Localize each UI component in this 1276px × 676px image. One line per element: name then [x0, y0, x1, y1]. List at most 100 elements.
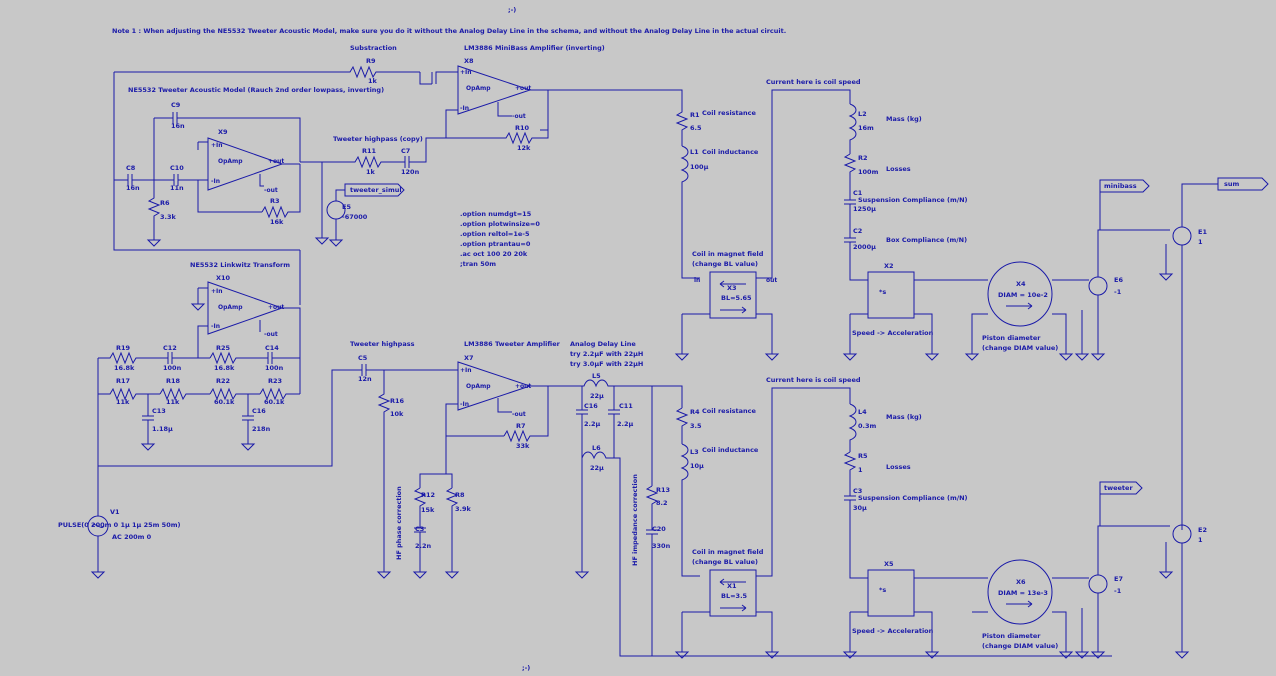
- resistor-R13[interactable]: [645, 485, 659, 530]
- source-E2-name: E2: [1198, 526, 1207, 534]
- part-C1-name: C1: [853, 189, 863, 197]
- label-susp-top: Suspension Compliance (m/N): [858, 196, 968, 204]
- resistor-R10[interactable]: [446, 130, 549, 145]
- part-R12-name: R12: [421, 491, 435, 499]
- capacitor-C20[interactable]: [646, 529, 658, 656]
- block-X5-s: *s: [879, 586, 886, 594]
- resistor-R25[interactable]: [209, 351, 264, 365]
- resistor-R2[interactable]: [843, 153, 857, 200]
- block-X5[interactable]: [867, 569, 915, 617]
- part-L2-value: 16m: [858, 124, 874, 132]
- resistor-R1[interactable]: [675, 110, 689, 146]
- part-C14-name: C14: [265, 344, 279, 352]
- resistor-R11[interactable]: [300, 155, 402, 169]
- label-piston-bot1: Piston diameter: [982, 632, 1041, 640]
- block-X2-s: *s: [879, 288, 886, 296]
- part-C20-value: 330n: [652, 542, 671, 550]
- part-C9-name: C9: [171, 101, 181, 109]
- capacitor-C15[interactable]: [576, 386, 588, 452]
- resistor-R16[interactable]: [377, 370, 391, 564]
- inductor-L1[interactable]: [680, 145, 700, 279]
- opamp-X7[interactable]: [457, 361, 532, 411]
- label-losses-bot: Losses: [886, 463, 911, 471]
- part-C20-name: C20: [652, 525, 666, 533]
- part-C3-name: C3: [415, 525, 424, 533]
- resistor-R19[interactable]: [98, 351, 164, 365]
- capacitor-C12[interactable]: [164, 352, 210, 364]
- label-hf-phase: HF phase correction: [395, 486, 403, 560]
- block-X6[interactable]: [987, 559, 1053, 625]
- label-mass-bot: Mass (kg): [886, 413, 922, 421]
- resistor-R12[interactable]: [413, 487, 427, 528]
- block-X1[interactable]: [709, 569, 757, 617]
- capacitor-C7[interactable]: [402, 137, 432, 168]
- part-C9-value: 16n: [171, 122, 185, 130]
- part-C15-value: 2.2µ: [584, 420, 601, 428]
- opamp-X9[interactable]: [207, 137, 284, 191]
- part-R7-value: 33k: [516, 442, 530, 450]
- label-coil-res-top: Coil resistance: [702, 109, 757, 117]
- resistor-R4[interactable]: [675, 407, 689, 444]
- label-tweeter-hp: Tweeter highpass: [350, 340, 415, 348]
- resistor-R6[interactable]: [147, 180, 161, 232]
- block-X2[interactable]: [867, 271, 915, 319]
- resistor-R17[interactable]: [98, 387, 160, 401]
- part-R4-value: 3.5: [690, 422, 702, 430]
- inductor-L2[interactable]: [848, 103, 857, 154]
- label-coil-ind-top: Coil inductance: [702, 148, 759, 156]
- capacitor-C16[interactable]: [242, 394, 254, 436]
- resistor-R7[interactable]: [503, 429, 540, 443]
- resistor-R5[interactable]: [843, 451, 857, 496]
- source-E1[interactable]: [1172, 226, 1192, 246]
- capacitor-C1[interactable]: [844, 199, 856, 238]
- part-L5-name: L5: [592, 372, 601, 380]
- opamp-X8[interactable]: [457, 65, 532, 115]
- capacitor-C14[interactable]: [264, 352, 300, 364]
- part-C11-name: C11: [619, 402, 633, 410]
- source-E7[interactable]: [1088, 574, 1108, 594]
- resistor-R18[interactable]: [159, 387, 210, 401]
- part-C10-name: C10: [170, 164, 184, 172]
- block-X3[interactable]: [709, 271, 757, 319]
- label-hf-imp: HF impedance correction: [631, 474, 639, 566]
- spice-line-4: .ac oct 100 20 20k: [460, 250, 528, 258]
- capacitor-C3[interactable]: [414, 527, 426, 564]
- capacitor-C8[interactable]: [114, 174, 170, 186]
- part-R17-value: 11k: [116, 398, 130, 406]
- part-C2-name: C2: [853, 227, 862, 235]
- opamp-X8-outp: +out: [515, 85, 531, 92]
- source-E7-name: E7: [1114, 575, 1123, 583]
- resistor-R3[interactable]: [261, 164, 301, 219]
- source-E6-name: E6: [1114, 276, 1123, 284]
- capacitor-C9[interactable]: [154, 112, 301, 162]
- inductor-L5[interactable]: [548, 379, 618, 388]
- opamp-X9-outn: -out: [264, 187, 278, 194]
- resistor-R9[interactable]: [340, 65, 420, 79]
- opamp-X10[interactable]: [207, 281, 284, 335]
- block-X4[interactable]: [987, 261, 1053, 327]
- inductor-L3[interactable]: [680, 443, 700, 577]
- capacitor-C5[interactable]: [360, 364, 458, 376]
- capacitor-C3b[interactable]: [844, 495, 868, 579]
- resistor-R22[interactable]: [209, 387, 260, 401]
- source-V1-value2: AC 200m 0: [112, 533, 152, 541]
- opamp-X8-name: X8: [464, 57, 474, 65]
- resistor-R23[interactable]: [259, 387, 300, 401]
- label-minibass-amp: LM3886 MiniBass Amplifier (inverting): [464, 44, 605, 52]
- capacitor-C10[interactable]: [170, 174, 208, 186]
- opamp-X10-label: OpAmp: [218, 304, 243, 311]
- opamp-X10-outn: -out: [264, 331, 278, 338]
- capacitor-C13[interactable]: [142, 394, 154, 436]
- capacitor-C2[interactable]: [844, 237, 868, 281]
- source-E6[interactable]: [1088, 276, 1108, 296]
- part-C8-name: C8: [126, 164, 136, 172]
- capacitor-C11[interactable]: [608, 386, 620, 452]
- label-coil-ind-bot: Coil inductance: [702, 446, 759, 454]
- inductor-L4[interactable]: [848, 403, 857, 452]
- label-delay-try2: try 3.0µF with 22µH: [570, 360, 643, 368]
- part-R8-name: R8: [455, 491, 465, 499]
- part-R9-name: R9: [366, 57, 376, 65]
- inductor-L6[interactable]: [581, 451, 615, 564]
- resistor-R8[interactable]: [445, 487, 459, 564]
